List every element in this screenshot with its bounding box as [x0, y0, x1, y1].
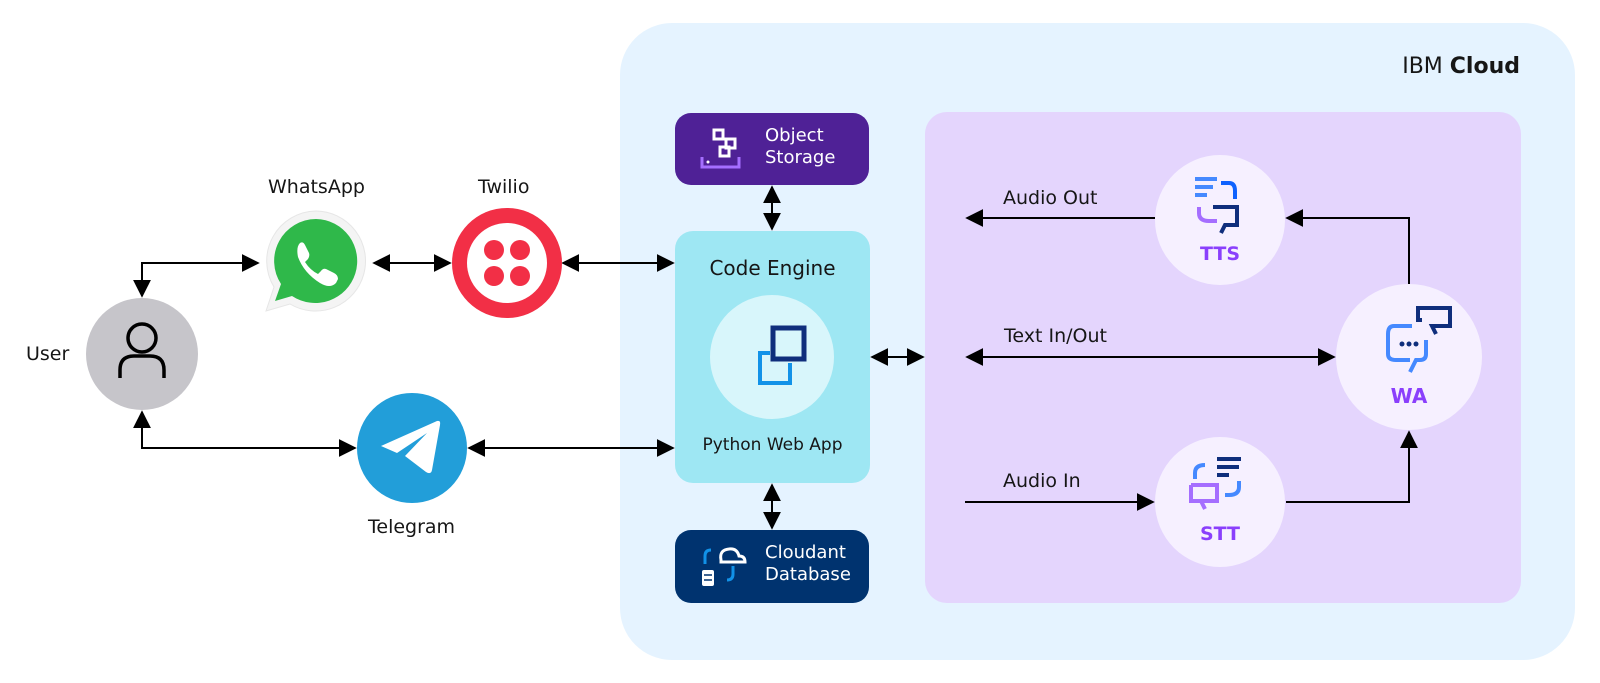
whatsapp-icon — [265, 210, 366, 312]
object-storage-label-line2: Storage — [765, 147, 836, 168]
telegram-label: Telegram — [368, 516, 456, 538]
twilio-label: Twilio — [478, 176, 530, 198]
cloud-title-bold: Cloud — [1449, 54, 1520, 79]
edge-user-whatsapp — [133, 254, 260, 298]
ibm-cloud-title: IBM Cloud — [1300, 54, 1520, 79]
edge-stt-wa — [1286, 430, 1418, 503]
code-engine-node[interactable]: Code Engine Python Web App — [675, 231, 870, 483]
user-icon — [118, 322, 166, 378]
audio-in-label: Audio In — [1003, 470, 1081, 492]
edge-user-telegram — [133, 410, 357, 457]
watson-assistant-icon — [1386, 306, 1452, 373]
code-engine-icon — [748, 325, 807, 385]
user-node[interactable] — [86, 298, 198, 410]
text-in-out-label: Text In/Out — [1004, 325, 1107, 347]
telegram-icon — [381, 420, 441, 474]
tts-node[interactable]: TTS — [1155, 155, 1285, 285]
cloudant-label-line2: Database — [765, 564, 851, 585]
stt-node[interactable]: STT — [1155, 437, 1285, 567]
telegram-node[interactable] — [357, 393, 467, 503]
speech-to-text-icon — [1189, 457, 1241, 510]
code-engine-title: Code Engine — [709, 256, 836, 280]
object-storage-icon — [700, 128, 741, 169]
twilio-icon — [467, 223, 547, 303]
wa-label: WA — [1390, 384, 1428, 408]
cloud-title-prefix: IBM — [1402, 54, 1443, 79]
object-storage-label-line1: Object — [765, 125, 824, 146]
tts-label: TTS — [1199, 243, 1241, 265]
whatsapp-label: WhatsApp — [268, 176, 365, 198]
audio-out-label: Audio Out — [1003, 187, 1098, 209]
user-label: User — [26, 343, 70, 365]
cloudant-icon — [702, 547, 747, 586]
edge-wa-tts — [1285, 209, 1410, 284]
cloudant-node[interactable]: Cloudant Database — [675, 530, 869, 603]
stt-label: STT — [1199, 523, 1241, 545]
code-engine-icon-circle — [710, 295, 834, 419]
text-to-speech-icon — [1195, 177, 1239, 234]
whatsapp-node[interactable] — [260, 207, 372, 319]
twilio-node[interactable] — [452, 208, 562, 318]
cloudant-label-line1: Cloudant — [765, 542, 846, 563]
wa-node[interactable]: WA — [1336, 284, 1482, 430]
object-storage-node[interactable]: Object Storage — [675, 113, 869, 185]
code-engine-subtitle: Python Web App — [702, 435, 843, 455]
